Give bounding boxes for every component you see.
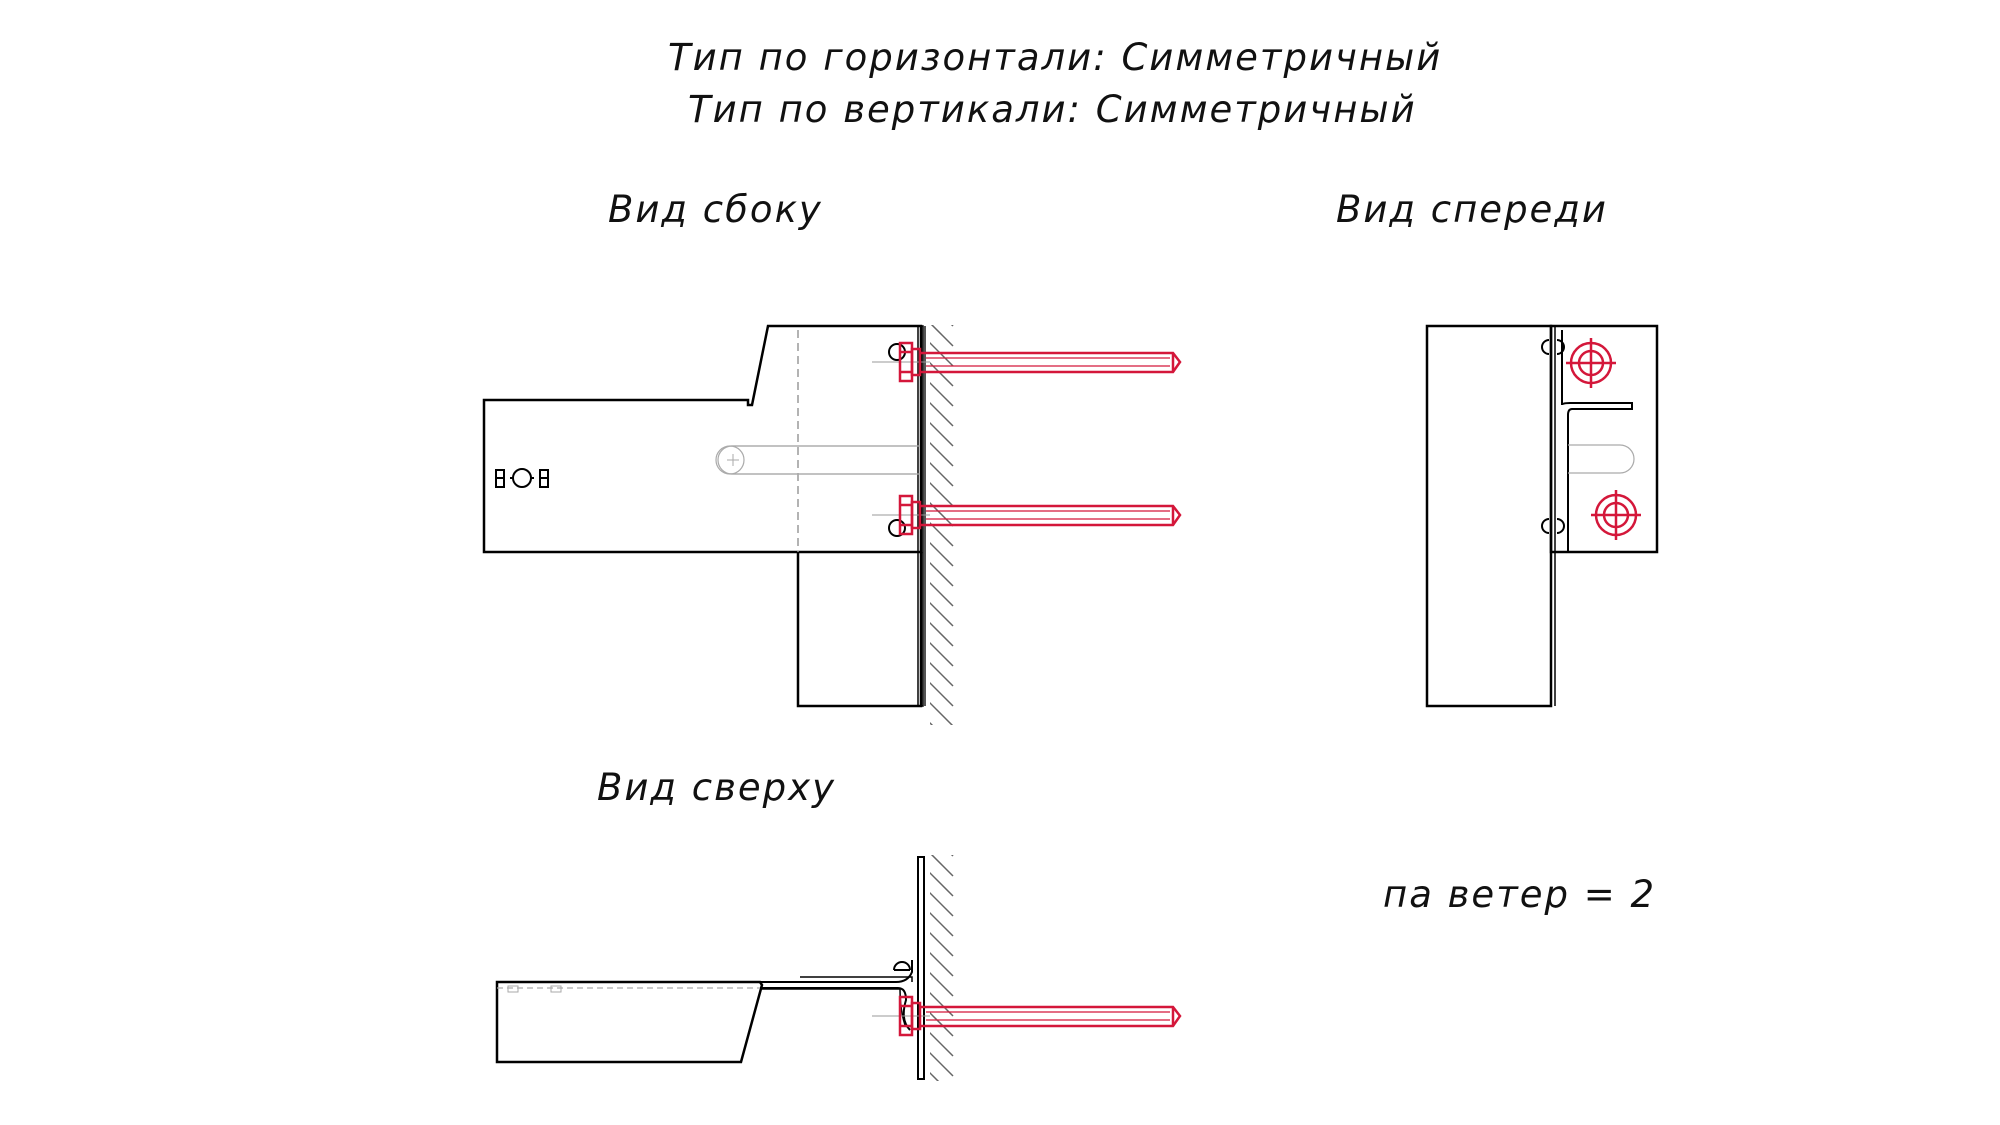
wall-hatch-line [930,931,954,957]
side-view [482,324,1182,725]
top-bracket-body [495,980,764,1064]
front-bent-flange [1561,330,1633,552]
header-type-horizontal: Тип по горизонтали: Симметричный [668,36,1443,79]
bracket-lower-leg [796,552,923,708]
wall-hatch-line [950,325,954,327]
front-view-title: Вид спереди [1336,188,1608,231]
side-view-title: Вид сбоку [608,188,823,231]
top-wall-flange [917,856,925,1080]
top-l-profile [760,960,913,1031]
front-slot [1568,444,1635,474]
side-hole-symbol [495,468,549,488]
wall-hatch-line [930,561,954,587]
front-bolt-head-bottom [1591,490,1641,540]
wall-hatch-line [930,461,954,487]
wall-hatch-line [930,911,954,937]
wall-hatch-line [930,325,954,347]
wall-hatch-line [930,661,954,687]
wall-hatch-line [930,951,954,977]
wall-hatch-line [930,641,954,667]
front-bracket-body [1425,324,1553,708]
side-slot [715,445,916,475]
wall-hatch-line [930,501,954,527]
wind-load-note: па ветер = 2 [1383,873,1657,916]
bracket-body [482,324,923,554]
side-rivet-bottom [888,519,906,537]
top-view-title: Вид сверху [597,766,836,809]
wall-hatch-line [930,681,954,707]
top-rivet [893,961,911,971]
wall-hatch-line [930,721,934,725]
side-wall-flange [917,325,924,707]
top-wall [930,855,954,1081]
front-rivet-top [1541,339,1565,355]
wall-hatch-line [930,601,954,627]
wall-hatch-line [930,421,954,447]
front-rivet-bottom [1541,518,1565,534]
wall-hatch-line [930,1011,954,1037]
wall-hatch-line [930,855,954,877]
side-anchor-bolt-bottom [898,494,1182,536]
front-bolt-head-top [1566,338,1616,388]
wall-hatch-line [930,1031,954,1057]
wall-hatch-line [930,541,954,567]
wall-hatch-line [930,441,954,467]
wall-hatch-line [930,481,954,507]
side-anchor-bolt-top [898,341,1182,383]
wall-hatch-line [930,971,954,997]
wall-hatch-line [950,855,954,857]
side-wall [924,325,954,725]
wall-hatch-line [930,701,954,725]
front-plate [1549,324,1659,554]
wall-hatch-line [930,621,954,647]
wall-hatch-line [930,871,954,897]
header-type-vertical: Тип по вертикали: Симметричный [688,88,1417,131]
front-view [1425,324,1659,708]
wall-hatch-line [930,1051,954,1077]
top-view [495,855,1182,1081]
wall-hatch-line [930,1071,940,1081]
wall-hatch-line [930,381,954,407]
wall-hatch-line [930,891,954,917]
top-anchor-bolt [898,995,1182,1037]
wall-hatch-line [930,401,954,427]
wall-hatch-line [930,581,954,607]
